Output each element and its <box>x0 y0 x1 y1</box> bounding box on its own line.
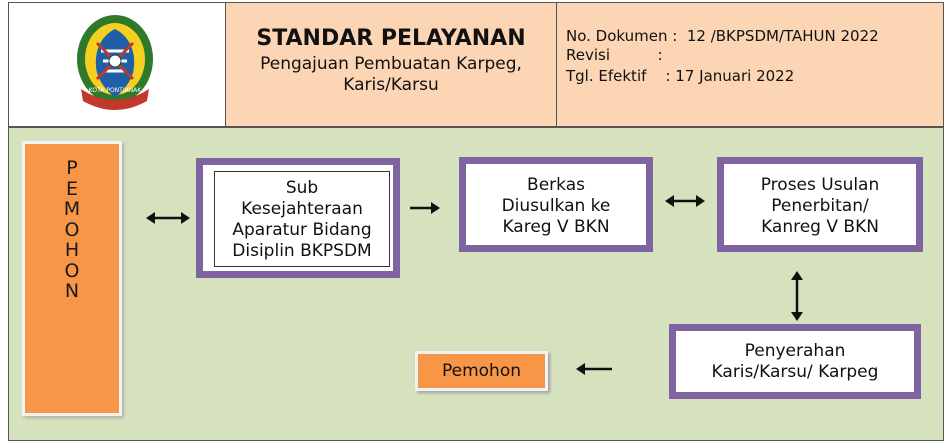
city-emblem-logo <box>77 15 153 110</box>
process-text-line: Disiplin BKPSDM <box>232 241 372 261</box>
double-arrow-icon <box>146 212 190 224</box>
process-text-line: Penerbitan/ <box>771 196 869 216</box>
process-text-line: Kesejahteraan <box>241 199 363 219</box>
left-arrow-icon <box>576 363 612 375</box>
effective-date: Tgl. Efektif : 17 Januari 2022 <box>566 67 795 85</box>
applicant-start-box: P E M O H O N <box>22 141 122 416</box>
process-text-line: Kareg V BKN <box>502 217 610 237</box>
letter: O <box>64 259 80 282</box>
process-text-line: Kanreg V BKN <box>761 217 879 237</box>
process-box-inner-frame: Sub Kesejahteraan Aparatur Bidang Disipl… <box>214 171 390 267</box>
document-title: STANDAR PELAYANAN <box>256 26 526 51</box>
applicant-vertical-label: P E M O H O N <box>25 158 119 302</box>
process-text-line: Proses Usulan <box>760 175 880 195</box>
revision: Revisi : <box>566 46 663 64</box>
right-arrow-icon <box>410 202 440 214</box>
process-text-line: Berkas <box>527 175 585 195</box>
process-text-line: Sub <box>285 178 319 198</box>
letter: N <box>64 280 80 302</box>
process-box-issuance-process: Proses Usulan Penerbitan/ Kanreg V BKN <box>717 157 923 252</box>
vertical-double-arrow-icon <box>791 271 803 321</box>
applicant-end-box: Pemohon <box>415 351 548 391</box>
document-subtitle-line1: Pengajuan Pembuatan Karpeg, <box>260 54 522 74</box>
process-box-welfare-division: Sub Kesejahteraan Aparatur Bidang Disipl… <box>196 158 400 278</box>
process-box-card-handover: Penyerahan Karis/Karsu/ Karpeg <box>669 324 921 399</box>
process-text-line: Penyerahan <box>744 341 846 361</box>
double-arrow-icon <box>665 195 705 207</box>
process-box-submitted-to-bkn: Berkas Diusulkan ke Kareg V BKN <box>459 157 653 252</box>
process-text-line: Aparatur Bidang <box>232 220 372 240</box>
logo-caption: KOTA PONTIANAK <box>88 87 142 94</box>
letter: O <box>64 218 80 241</box>
letter: E <box>65 177 78 200</box>
letter: P <box>66 157 78 179</box>
document-subtitle-line2: Karis/Karsu <box>343 75 439 95</box>
letter: M <box>63 198 81 220</box>
process-text-line: Diusulkan ke <box>501 196 611 216</box>
logo-cell: KOTA PONTIANAK <box>8 2 226 127</box>
process-text-line: Karis/Karsu/ Karpeg <box>711 362 879 382</box>
title-cell: STANDAR PELAYANAN Pengajuan Pembuatan Ka… <box>226 2 557 127</box>
letter: H <box>64 239 80 261</box>
doc-number: No. Dokumen : 12 /BKPSDM/TAHUN 2022 <box>566 27 879 45</box>
